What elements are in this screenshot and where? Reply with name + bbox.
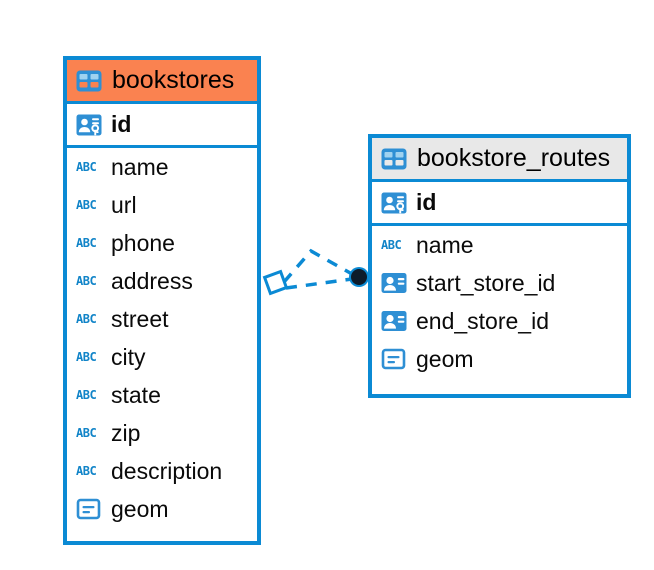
table-header-bookstores[interactable]: bookstores (67, 60, 257, 104)
circle-marker-ring (349, 267, 369, 287)
foreign-key-icon (381, 271, 407, 295)
field-row-zip[interactable]: ABC zip (67, 414, 257, 452)
field-label: name (111, 153, 169, 180)
abc-text-icon: ABC (76, 236, 97, 250)
abc-text-icon: ABC (76, 312, 97, 326)
abc-text-icon: ABC (76, 198, 97, 212)
abc-text-icon: ABC (76, 160, 97, 174)
geometry-icon (76, 497, 102, 521)
table-icon (381, 148, 407, 170)
field-label: id (111, 111, 132, 137)
field-label: description (111, 457, 223, 484)
table-header-bookstore-routes[interactable]: bookstore_routes (372, 138, 627, 182)
abc-text-icon: ABC (76, 350, 97, 364)
diamond-marker (262, 269, 289, 296)
abc-text-icon: ABC (76, 274, 97, 288)
table-bookstores[interactable]: bookstores id ABC name (63, 56, 261, 545)
field-label: state (111, 381, 161, 408)
field-row-id[interactable]: id (372, 182, 627, 226)
field-row-end-store-id[interactable]: end_store_id (372, 302, 627, 340)
field-row-geom[interactable]: geom (67, 490, 257, 528)
primary-key-icon (76, 112, 102, 138)
relationship-line-lower (285, 277, 353, 290)
field-label: address (111, 267, 193, 294)
field-row-phone[interactable]: ABC phone (67, 224, 257, 262)
table-title: bookstores (112, 66, 235, 94)
primary-key-icon (381, 190, 407, 216)
field-label: id (416, 189, 437, 215)
table-icon (76, 70, 102, 92)
field-row-address[interactable]: ABC address (67, 262, 257, 300)
field-label: end_store_id (416, 307, 549, 334)
field-label: phone (111, 229, 175, 256)
field-row-name[interactable]: ABC name (67, 148, 257, 186)
field-label: city (111, 343, 146, 370)
field-row-geom[interactable]: geom (372, 340, 627, 378)
field-row-description[interactable]: ABC description (67, 452, 257, 490)
circle-marker (351, 269, 367, 285)
foreign-key-icon (381, 309, 407, 333)
field-label: zip (111, 419, 141, 446)
field-row-street[interactable]: ABC street (67, 300, 257, 338)
abc-text-icon: ABC (76, 464, 97, 478)
field-label: url (111, 191, 137, 218)
field-row-name[interactable]: ABC name (372, 226, 627, 264)
field-label: name (416, 231, 474, 258)
abc-text-icon: ABC (76, 388, 97, 402)
table-title: bookstore_routes (417, 144, 611, 172)
field-label: street (111, 305, 169, 332)
field-label: geom (111, 495, 169, 522)
field-row-id[interactable]: id (67, 104, 257, 148)
field-row-state[interactable]: ABC state (67, 376, 257, 414)
relationship-line-upper (282, 248, 353, 284)
abc-text-icon: ABC (381, 238, 402, 252)
geometry-icon (381, 347, 407, 371)
field-row-city[interactable]: ABC city (67, 338, 257, 376)
field-label: geom (416, 345, 474, 372)
field-label: start_store_id (416, 269, 556, 296)
field-row-start-store-id[interactable]: start_store_id (372, 264, 627, 302)
table-bookstore-routes[interactable]: bookstore_routes id ABC (368, 134, 631, 398)
field-row-url[interactable]: ABC url (67, 186, 257, 224)
abc-text-icon: ABC (76, 426, 97, 440)
